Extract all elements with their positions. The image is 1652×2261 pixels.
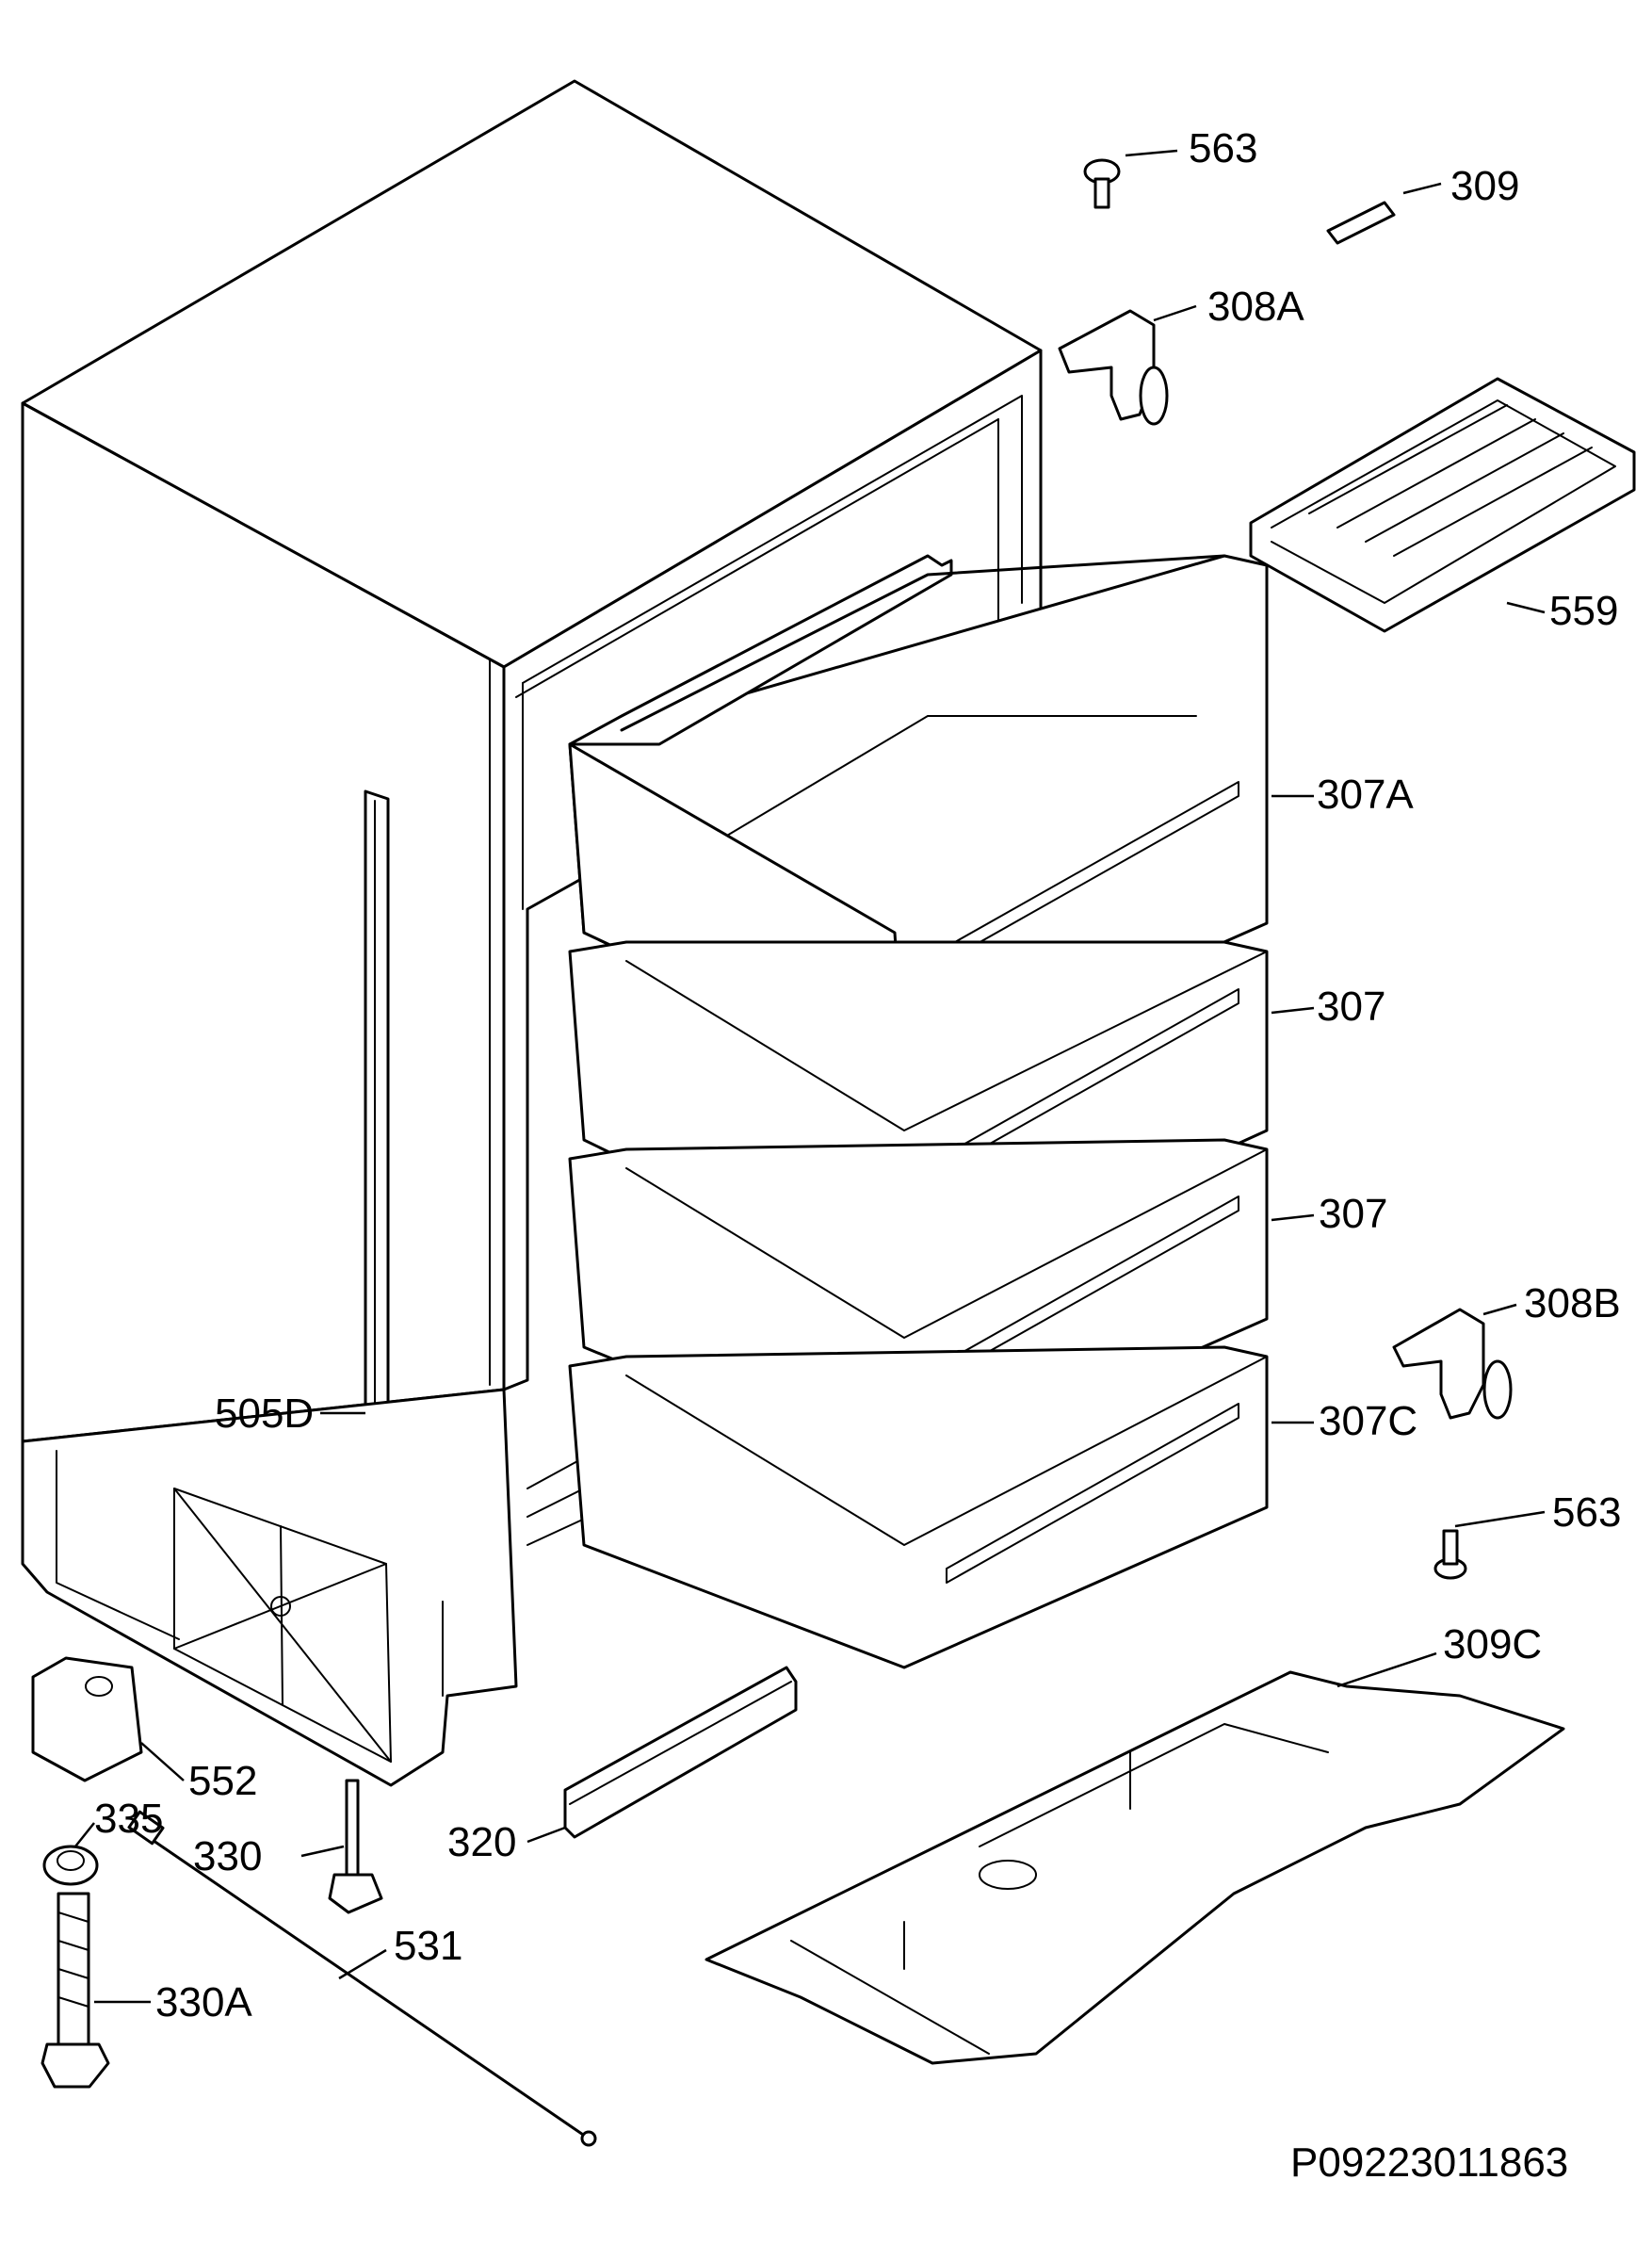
part-309c-cover	[705, 1670, 1565, 2065]
label-320: 320	[447, 1819, 516, 1865]
label-307-lower: 307	[1319, 1191, 1387, 1237]
label-563-bottom: 563	[1552, 1489, 1621, 1536]
part-563-bottom	[1433, 1529, 1467, 1580]
part-531-rod	[127, 1810, 597, 2147]
label-307-upper: 307	[1317, 984, 1385, 1030]
label-531: 531	[394, 1923, 462, 1969]
label-552: 552	[188, 1758, 257, 1804]
drawing-code: P09223011863	[1290, 2139, 1568, 2186]
part-308b-hinge	[1392, 1308, 1513, 1420]
label-330: 330	[193, 1833, 262, 1879]
label-308a: 308A	[1207, 284, 1304, 330]
label-330a: 330A	[155, 1979, 252, 2025]
part-labels: 563 309 308A 559 307A 307 307 308B 307C …	[94, 125, 1621, 2025]
part-308a-hinge	[1058, 309, 1169, 426]
label-308b: 308B	[1524, 1280, 1621, 1326]
part-552-bracket	[31, 1656, 143, 1782]
drawer-307c	[568, 1345, 1269, 1669]
label-309c: 309C	[1443, 1621, 1542, 1667]
part-330a-foot	[40, 1892, 110, 2089]
part-563-top	[1083, 158, 1121, 209]
label-307a: 307A	[1317, 772, 1414, 818]
part-309-plate	[1326, 201, 1396, 245]
cabinet-base	[21, 1388, 518, 1787]
part-335-nut	[42, 1845, 99, 1886]
part-559-tray	[1249, 377, 1636, 633]
label-563-top: 563	[1189, 125, 1257, 171]
label-505d: 505D	[215, 1391, 314, 1437]
label-335: 335	[94, 1796, 163, 1842]
label-559: 559	[1549, 588, 1618, 634]
part-320-strip	[563, 1666, 798, 1839]
part-330-foot	[328, 1779, 383, 1914]
label-307c: 307C	[1319, 1398, 1417, 1444]
leader-lines	[74, 149, 1546, 2004]
label-309: 309	[1450, 163, 1519, 209]
door-gasket-strip	[364, 789, 390, 1462]
